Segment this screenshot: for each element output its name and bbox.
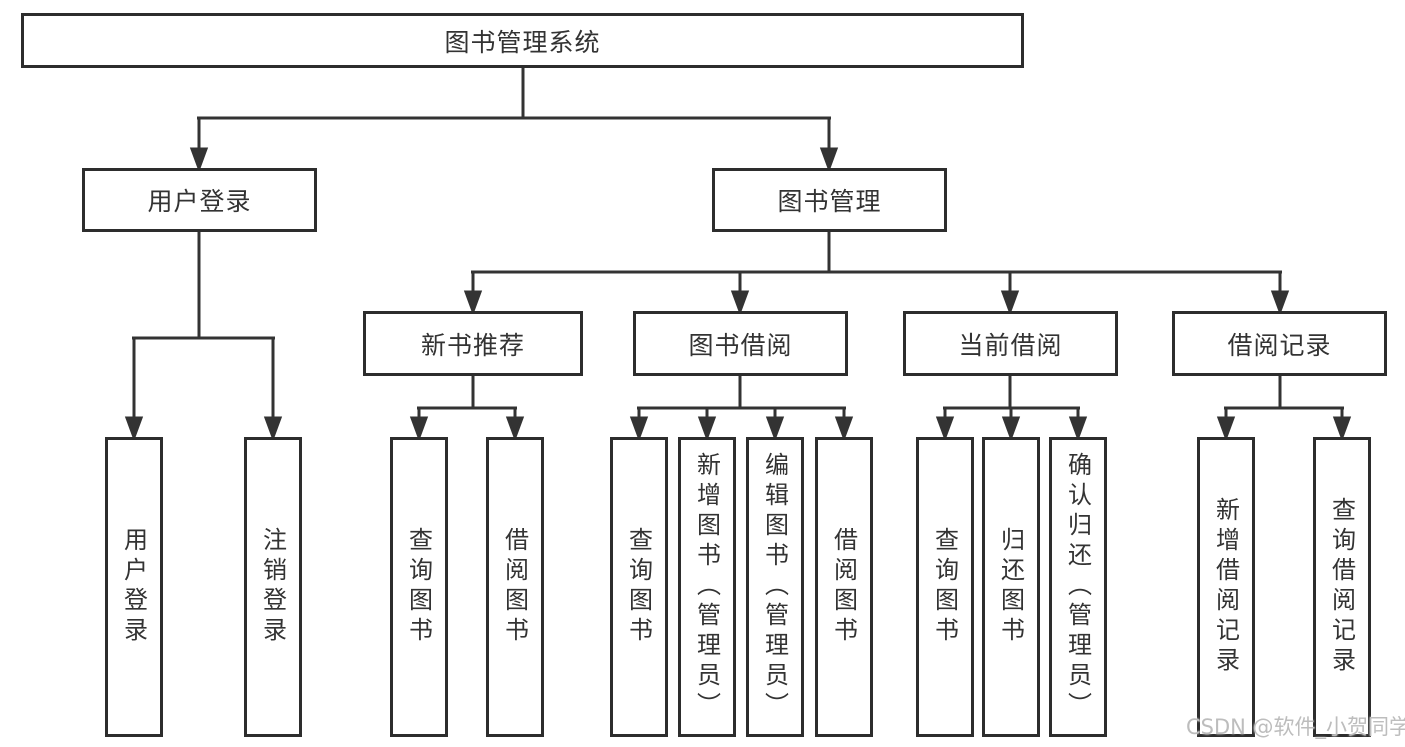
node-root: 图书管理系统 bbox=[21, 13, 1024, 68]
node-current-borrow: 当前借阅 bbox=[903, 311, 1118, 376]
leaf-current-confirm-return-admin: 确认归还（管理员） bbox=[1049, 437, 1107, 737]
leaf-logout-label: 注销登录 bbox=[258, 527, 287, 647]
leaf-records-add-record-label: 新增借阅记录 bbox=[1211, 497, 1240, 677]
leaf-logout: 注销登录 bbox=[244, 437, 302, 737]
leaf-current-query-book-label: 查询图书 bbox=[930, 527, 959, 647]
leaf-borrow-edit-book-admin: 编辑图书（管理员） bbox=[746, 437, 804, 737]
leaf-recommend-borrow-book-label: 借阅图书 bbox=[500, 527, 529, 647]
leaf-borrow-query-book: 查询图书 bbox=[610, 437, 668, 737]
leaf-borrow-borrow-book: 借阅图书 bbox=[815, 437, 873, 737]
leaf-current-return-book-label: 归还图书 bbox=[996, 527, 1025, 647]
leaf-recommend-query-book-label: 查询图书 bbox=[404, 527, 433, 647]
node-book-management: 图书管理 bbox=[712, 168, 947, 232]
connector-current-borrow-to-leaves bbox=[935, 376, 1088, 442]
leaf-records-query-record-label: 查询借阅记录 bbox=[1327, 497, 1356, 677]
node-book-borrow-label: 图书借阅 bbox=[688, 330, 793, 360]
leaf-current-confirm-return-admin-label: 确认归还（管理员） bbox=[1063, 452, 1092, 722]
node-book-management-label: 图书管理 bbox=[777, 187, 882, 216]
leaf-borrow-add-book-admin-label: 新增图书（管理员） bbox=[692, 452, 721, 722]
watermark: CSDN @软件_小贺同学 bbox=[1186, 715, 1405, 739]
leaf-records-query-record: 查询借阅记录 bbox=[1313, 437, 1371, 737]
leaf-borrow-borrow-book-label: 借阅图书 bbox=[829, 527, 858, 647]
leaf-borrow-query-book-label: 查询图书 bbox=[624, 527, 653, 647]
node-new-book-recommend: 新书推荐 bbox=[363, 311, 583, 376]
node-book-borrow: 图书借阅 bbox=[633, 311, 848, 376]
leaf-recommend-query-book: 查询图书 bbox=[390, 437, 448, 737]
node-borrow-records: 借阅记录 bbox=[1172, 311, 1387, 376]
connector-root-to-level2 bbox=[189, 68, 839, 173]
connector-book-borrow-to-leaves bbox=[629, 376, 854, 442]
connector-borrow-records-to-leaves bbox=[1216, 376, 1352, 442]
node-user-login-label: 用户登录 bbox=[147, 187, 252, 216]
node-root-label: 图书管理系统 bbox=[444, 27, 601, 57]
connector-new-book-recommend-to-leaves bbox=[409, 376, 525, 442]
leaf-current-return-book: 归还图书 bbox=[982, 437, 1040, 737]
node-borrow-records-label: 借阅记录 bbox=[1227, 330, 1332, 360]
node-user-login: 用户登录 bbox=[82, 168, 317, 232]
node-current-borrow-label: 当前借阅 bbox=[958, 330, 1063, 360]
leaf-borrow-add-book-admin: 新增图书（管理员） bbox=[678, 437, 736, 737]
leaf-records-add-record: 新增借阅记录 bbox=[1197, 437, 1255, 737]
leaf-current-query-book: 查询图书 bbox=[916, 437, 974, 737]
leaf-user-login: 用户登录 bbox=[105, 437, 163, 737]
leaf-recommend-borrow-book: 借阅图书 bbox=[486, 437, 544, 737]
connector-user-login-to-leaves bbox=[124, 232, 283, 442]
leaf-user-login-label: 用户登录 bbox=[119, 527, 148, 647]
leaf-borrow-edit-book-admin-label: 编辑图书（管理员） bbox=[760, 452, 789, 722]
node-new-book-recommend-label: 新书推荐 bbox=[420, 330, 525, 360]
connector-book-management-to-modules bbox=[463, 232, 1290, 316]
